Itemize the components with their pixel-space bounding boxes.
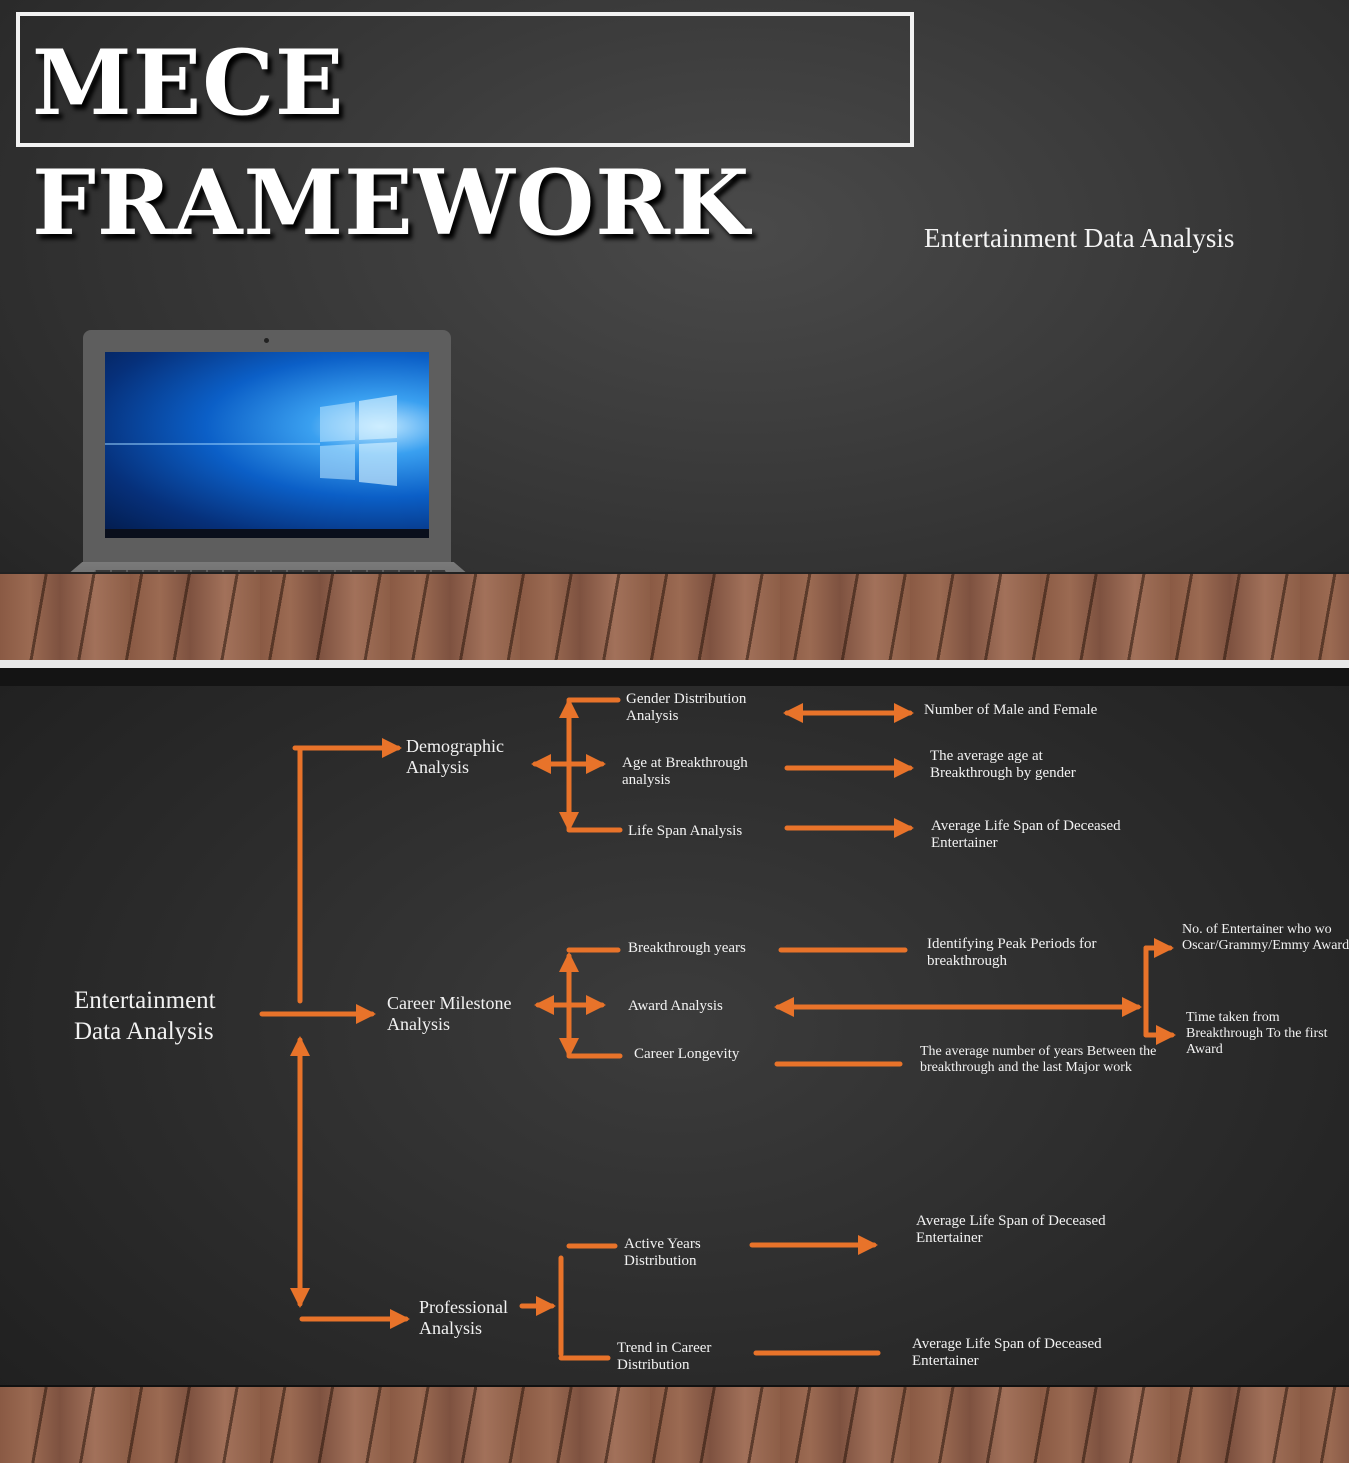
item-age-breakthrough: Age at Breakthrough analysis [622, 755, 748, 788]
item-breakthrough-years: Breakthrough years [628, 940, 746, 956]
root-node: Entertainment Data Analysis [74, 987, 216, 1045]
item-gender-distribution: Gender Distribution Analysis [626, 691, 747, 724]
webcam [264, 338, 269, 343]
subtitle: Entertainment Data Analysis [924, 223, 1235, 253]
title-slide: MECE FRAMEWORK Entertainment Data Analys… [0, 0, 1349, 660]
connector-lines [259, 697, 1176, 1361]
wood-floor [0, 572, 1349, 660]
laptop-screen [105, 352, 429, 538]
detail-award-count: No. of Entertainer who wo Oscar/Grammy/E… [1182, 922, 1349, 953]
taskbar [105, 529, 429, 538]
slide-divider [0, 660, 1349, 668]
detail-breakthrough: Identifying Peak Periods for breakthroug… [927, 936, 1097, 969]
title-line-2: FRAMEWORK [32, 150, 751, 256]
diagram-slide: Entertainment Data Analysis Demographic … [0, 668, 1349, 1463]
detail-gender: Number of Male and Female [924, 702, 1098, 718]
branch-career-milestone: Career Milestone Analysis [387, 993, 512, 1034]
windows-logo-icon [105, 395, 397, 486]
branch-demographic: Demographic Analysis [406, 736, 504, 777]
wood-floor [0, 1385, 1349, 1463]
title-line-1: MECE [32, 30, 345, 136]
detail-longevity: The average number of years Between the … [920, 1044, 1157, 1075]
laptop-lid [83, 330, 451, 562]
item-life-span: Life Span Analysis [628, 823, 743, 839]
detail-career-trend: Average Life Span of Deceased Entertaine… [912, 1336, 1102, 1369]
item-active-years: Active Years Distribution [624, 1236, 701, 1269]
item-career-longevity: Career Longevity [634, 1046, 740, 1062]
detail-lifespan: Average Life Span of Deceased Entertaine… [931, 818, 1121, 851]
detail-active-years: Average Life Span of Deceased Entertaine… [916, 1213, 1106, 1246]
branch-professional: Professional Analysis [419, 1297, 508, 1338]
item-career-trend: Trend in Career Distribution [617, 1340, 712, 1373]
item-award-analysis: Award Analysis [628, 998, 723, 1014]
detail-award-time: Time taken from Breakthrough To the firs… [1186, 1010, 1328, 1057]
title-frame [16, 12, 914, 147]
detail-age: The average age at Breakthrough by gende… [930, 748, 1076, 781]
slide-top-band [0, 668, 1349, 686]
